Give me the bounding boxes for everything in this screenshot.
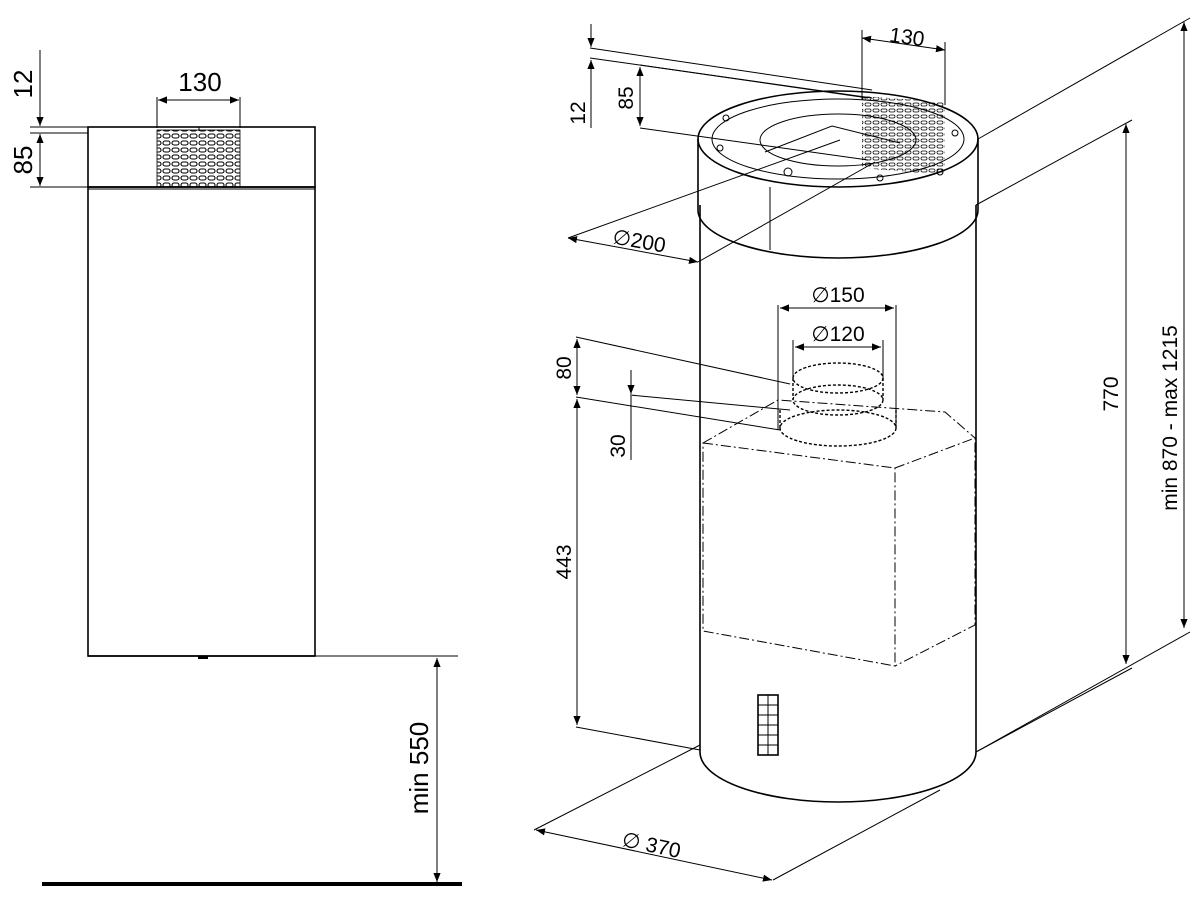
iso-outlet-inset-label: 30 — [607, 434, 630, 457]
iso-vent-width-label: 130 — [888, 24, 926, 52]
side-view: 130 12 85 min 550 — [8, 50, 462, 886]
side-cap-height-label: 12 — [8, 70, 38, 99]
iso-body-diameter-label: ∅ 370 — [620, 828, 683, 863]
side-vent-grille — [156, 129, 241, 188]
side-min-height-label: min 550 — [404, 722, 434, 815]
iso-total-height-label: min 870 - max 1215 — [1159, 325, 1182, 511]
iso-outlet-height-label: 80 — [553, 356, 576, 379]
iso-cylinder-body — [699, 205, 977, 803]
iso-outlet-outer-label: ∅150 — [811, 284, 864, 307]
iso-vent-height-label: 85 — [615, 86, 638, 109]
side-bottom-foot — [198, 656, 208, 659]
side-main-body — [87, 186, 316, 657]
iso-cap-height-label: 12 — [567, 101, 590, 124]
iso-hidden-motor-box — [702, 399, 976, 667]
iso-body-height-label: 770 — [1100, 376, 1123, 411]
iso-view: 130 12 85 ∅200 ∅150 ∅120 80 30 — [533, 17, 1191, 882]
iso-control-panel — [757, 694, 779, 756]
iso-outlet-inner-label: ∅120 — [811, 323, 864, 346]
iso-motor-height-label: 443 — [553, 544, 576, 579]
iso-ring-grille — [862, 96, 945, 175]
iso-ring-diameter-label: ∅200 — [611, 226, 668, 258]
side-vent-width-label: 130 — [178, 67, 221, 97]
side-vent-height-label: 85 — [8, 146, 38, 175]
